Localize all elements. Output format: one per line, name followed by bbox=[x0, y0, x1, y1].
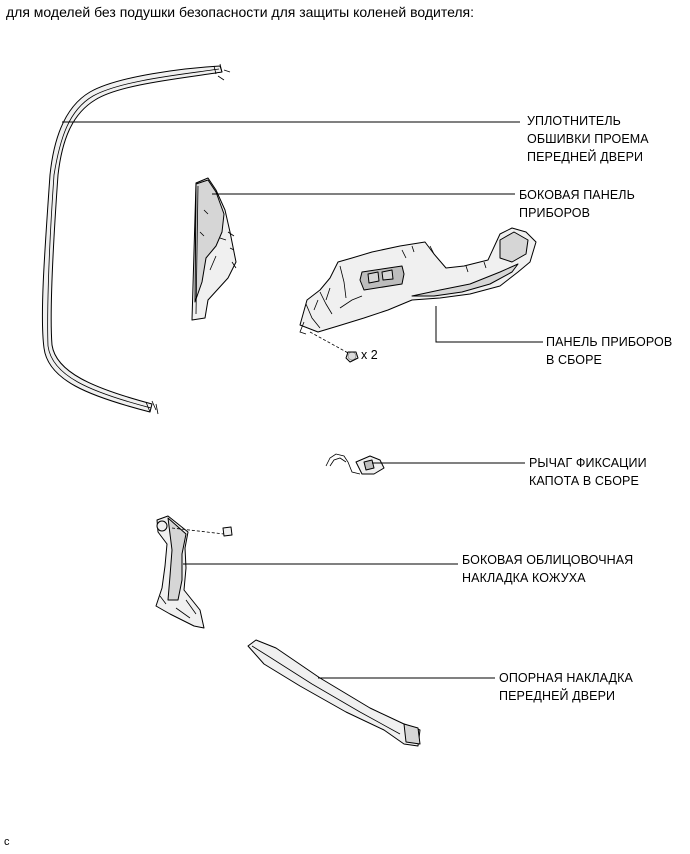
label-line: ПРИБОРОВ bbox=[519, 206, 591, 220]
door-scuff-plate-part bbox=[247, 639, 421, 747]
label-line: РЫЧАГ ФИКСАЦИИ bbox=[529, 456, 647, 470]
label-line: БОКОВАЯ ПАНЕЛЬ bbox=[519, 188, 635, 202]
leader-instrument-panel bbox=[435, 306, 543, 343]
label-line: УПЛОТНИТЕЛЬ bbox=[527, 114, 621, 128]
label-line: НАКЛАДКА КОЖУХА bbox=[462, 571, 586, 585]
corner-mark: c bbox=[4, 836, 10, 848]
screw-part bbox=[309, 331, 359, 363]
page-heading: для моделей без подушки безопасности для… bbox=[6, 4, 475, 20]
label-instrument-panel: ПАНЕЛЬ ПРИБОРОВ В СБОРЕ bbox=[546, 333, 672, 369]
label-line: ПАНЕЛЬ ПРИБОРОВ bbox=[546, 335, 673, 349]
label-hood-lock-lever: РЫЧАГ ФИКСАЦИИ КАПОТА В СБОРЕ bbox=[529, 454, 647, 490]
label-line: ОПОРНАЯ НАКЛАДКА bbox=[499, 671, 633, 685]
label-line: БОКОВАЯ ОБЛИЦОВОЧНАЯ bbox=[462, 553, 634, 567]
label-line: В СБОРЕ bbox=[546, 353, 602, 367]
label-side-panel: БОКОВАЯ ПАНЕЛЬ ПРИБОРОВ bbox=[519, 186, 635, 222]
label-cowl-side-trim: БОКОВАЯ ОБЛИЦОВОЧНАЯ НАКЛАДКА КОЖУХА bbox=[462, 551, 633, 587]
cowl-side-trim-part bbox=[155, 515, 233, 629]
hood-lock-lever-part bbox=[325, 453, 385, 475]
label-line: КАПОТА В СБОРЕ bbox=[529, 474, 639, 488]
screw-quantity: x 2 bbox=[361, 348, 378, 362]
leader-lines bbox=[62, 121, 543, 679]
label-line: ОБШИВКИ ПРОЕМА bbox=[527, 132, 649, 146]
label-line: ПЕРЕДНЕЙ ДВЕРИ bbox=[499, 689, 616, 703]
instrument-panel-assembly-part bbox=[299, 227, 537, 335]
label-line: ПЕРЕДНЕЙ ДВЕРИ bbox=[527, 150, 644, 164]
instrument-side-panel-part bbox=[191, 177, 237, 321]
label-door-weatherstrip: УПЛОТНИТЕЛЬ ОБШИВКИ ПРОЕМА ПЕРЕДНЕЙ ДВЕР… bbox=[527, 112, 649, 166]
label-door-scuff-plate: ОПОРНАЯ НАКЛАДКА ПЕРЕДНЕЙ ДВЕРИ bbox=[499, 669, 633, 705]
